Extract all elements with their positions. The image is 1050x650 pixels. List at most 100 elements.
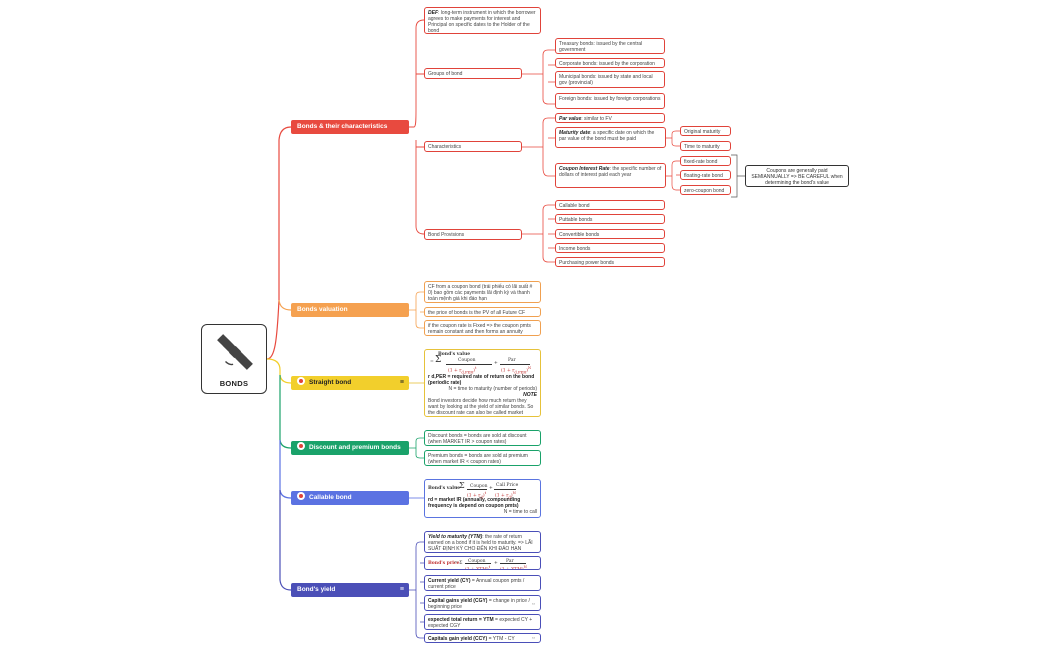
item-text: Income bonds: [559, 245, 591, 252]
maturity-item[interactable]: Time to maturity: [680, 141, 731, 151]
formula-title: Bond's value: [438, 351, 471, 357]
etr-key: expected total return = YTM: [428, 616, 494, 623]
maturity-node[interactable]: Maturity date: a specific date on which …: [555, 127, 666, 148]
formula-sum: Σ: [435, 354, 442, 365]
group-item[interactable]: Foreign bonds: issued by foreign corpora…: [555, 93, 665, 109]
cgy2-node[interactable]: Capitals gain yield (CCY) = YTM - CY ⇔: [424, 633, 541, 643]
task-icon: [297, 492, 305, 500]
ytm-formula-node[interactable]: Bond's price = Σ Coupon (1 + YTM)t + Par…: [424, 556, 541, 570]
item-text: zero-coupon bond: [684, 187, 725, 194]
provision-item[interactable]: Income bonds: [555, 243, 665, 253]
valuation-item[interactable]: CF from a coupon bond (trái phiếu có lãi…: [424, 281, 541, 303]
cy-node[interactable]: Current yield (CY) = Annual coupon pmts …: [424, 575, 541, 591]
valuation-item[interactable]: if the coupon rate is Fixed => the coupo…: [424, 320, 541, 336]
coupon-key: Coupon Interest Rate: [559, 165, 610, 172]
note-text: Coupons are generally paid SEMIANNUALLY …: [751, 168, 843, 186]
groups-node[interactable]: Groups of bond: [424, 68, 522, 79]
coupon-rate-node[interactable]: Coupon Interest Rate: the specific numbe…: [555, 163, 666, 188]
branch-label: Bonds valuation: [297, 306, 348, 313]
characteristics-node[interactable]: Characteristics: [424, 141, 522, 152]
item-text: Corporate bonds: issued by the corporati…: [559, 60, 655, 67]
provision-item[interactable]: Callable bond: [555, 200, 665, 210]
link-icon[interactable]: ⇔: [531, 601, 536, 607]
notes-icon[interactable]: ≡: [399, 586, 404, 593]
ytm-formula: Bond's price = Σ Coupon (1 + YTM)t + Par…: [428, 558, 527, 570]
provision-item[interactable]: Purchasing power bonds: [555, 257, 665, 267]
item-text: Puttable bonds: [559, 216, 593, 223]
item-text: Treasury bonds: issued by the central go…: [559, 40, 643, 53]
branch-discount-premium[interactable]: Discount and premium bonds: [291, 441, 409, 455]
item-text: fixed-rate bond: [684, 158, 718, 165]
item-text: the price of bonds is the PV of all Futu…: [428, 309, 525, 316]
rate-text: r d,PER = required rate of return on the…: [428, 373, 535, 386]
item-text: if the coupon rate is Fixed => the coupo…: [428, 322, 531, 335]
branch-label: Discount and premium bonds: [309, 444, 401, 451]
root-node[interactable]: BONDS: [201, 324, 267, 394]
straight-bond-detail[interactable]: Bond's value = Σ Coupon (1 + rd,PER)t + …: [424, 349, 541, 417]
par-value-node[interactable]: Par value: similar to FV: [555, 113, 665, 123]
n-text: N = time to maturity (number of periods): [448, 385, 537, 392]
maturity-item[interactable]: Original maturity: [680, 126, 731, 136]
link-icon[interactable]: ⇔: [531, 635, 536, 641]
branch-valuation[interactable]: Bonds valuation: [291, 303, 409, 317]
semiannual-note[interactable]: Coupons are generally paid SEMIANNUALLY …: [745, 165, 849, 187]
formula-title: Bond's price: [428, 560, 460, 566]
cgy-text: = change in price / beginning price: [428, 597, 530, 610]
notes-icon[interactable]: ≡: [399, 379, 404, 386]
formula-title: Bond's value: [428, 485, 461, 491]
item-text: Premium bonds = bonds are sold at premiu…: [428, 452, 528, 465]
note-text: Bond investors decide how much return th…: [428, 397, 534, 417]
etr-text: = expected CY + expected CGY: [428, 616, 533, 629]
etr-node[interactable]: expected total return = YTM = expected C…: [424, 614, 541, 630]
branch-yield[interactable]: Bond's yield ≡: [291, 583, 409, 597]
branch-characteristics[interactable]: Bonds & their characteristics: [291, 120, 409, 134]
cgy-node[interactable]: Capital gains yield (CGY) = change in pr…: [424, 595, 541, 611]
coupon-item[interactable]: fixed-rate bond: [680, 156, 731, 166]
provision-item[interactable]: Convertible bonds: [555, 229, 665, 239]
ytm-node[interactable]: Yield to maturity (YTM): the rate of ret…: [424, 531, 541, 553]
item-text: Time to maturity: [684, 143, 720, 150]
groups-label: Groups of bond: [428, 70, 463, 77]
valuation-item[interactable]: the price of bonds is the PV of all Futu…: [424, 307, 541, 317]
formula-equals: =: [430, 359, 434, 365]
coupon-text: : the specific number of dollars of inte…: [559, 165, 662, 178]
cgy2-text: = YTM - CY: [487, 635, 515, 642]
root-label: BONDS: [219, 379, 249, 388]
callable-detail[interactable]: Bond's value = Σ Coupon (1 + rd)t + Call…: [424, 479, 541, 518]
item-text: Discount bonds = bonds are sold at disco…: [428, 432, 527, 445]
item-text: Convertible bonds: [559, 231, 600, 238]
ytm-text: : the rate of return earned on a bond if…: [428, 533, 533, 552]
characteristics-label: Characteristics: [428, 143, 462, 150]
branch-label: Bonds & their characteristics: [297, 123, 388, 130]
branch-label: Straight bond: [309, 379, 352, 386]
branch-straight-bond[interactable]: Straight bond ≡: [291, 376, 409, 390]
provisions-node[interactable]: Bond Provisions: [424, 229, 522, 240]
formula-call: Call Price: [496, 482, 519, 488]
item-text: Purchasing power bonds: [559, 259, 615, 266]
def-node[interactable]: DEF: long-term instrument in which the b…: [424, 7, 541, 34]
item-text: floating-rate bond: [684, 172, 723, 179]
item-text: Foreign bonds: issued by foreign corpora…: [559, 95, 661, 102]
discount-item[interactable]: Premium bonds = bonds are sold at premiu…: [424, 450, 541, 466]
rate-text: rd = market IR (annually, compounding fr…: [428, 496, 521, 509]
maturity-key: Maturity date: [559, 129, 591, 136]
group-item[interactable]: Municipal bonds: issued by state and loc…: [555, 71, 665, 88]
maturity-text: : a specific date on which the par value…: [559, 129, 655, 142]
fraction-bar: [446, 363, 492, 365]
item-text: Callable bond: [559, 202, 590, 209]
formula-coupon: Coupon: [458, 357, 476, 363]
provision-item[interactable]: Puttable bonds: [555, 214, 665, 224]
group-item[interactable]: Corporate bonds: issued by the corporati…: [555, 58, 665, 68]
ytm-key: Yield to maturity (YTM): [428, 533, 483, 540]
item-text: Municipal bonds: issued by state and loc…: [559, 73, 653, 86]
group-item[interactable]: Treasury bonds: issued by the central go…: [555, 38, 665, 54]
discount-item[interactable]: Discount bonds = bonds are sold at disco…: [424, 430, 541, 446]
coupon-item[interactable]: floating-rate bond: [680, 170, 731, 180]
branch-callable[interactable]: Callable bond: [291, 491, 409, 505]
item-text: CF from a coupon bond (trái phiếu có lãi…: [428, 283, 533, 302]
fraction-bar: [500, 363, 530, 365]
satellite-icon: [217, 334, 253, 370]
coupon-item[interactable]: zero-coupon bond: [680, 185, 731, 195]
formula-coupon: Coupon: [470, 483, 488, 489]
